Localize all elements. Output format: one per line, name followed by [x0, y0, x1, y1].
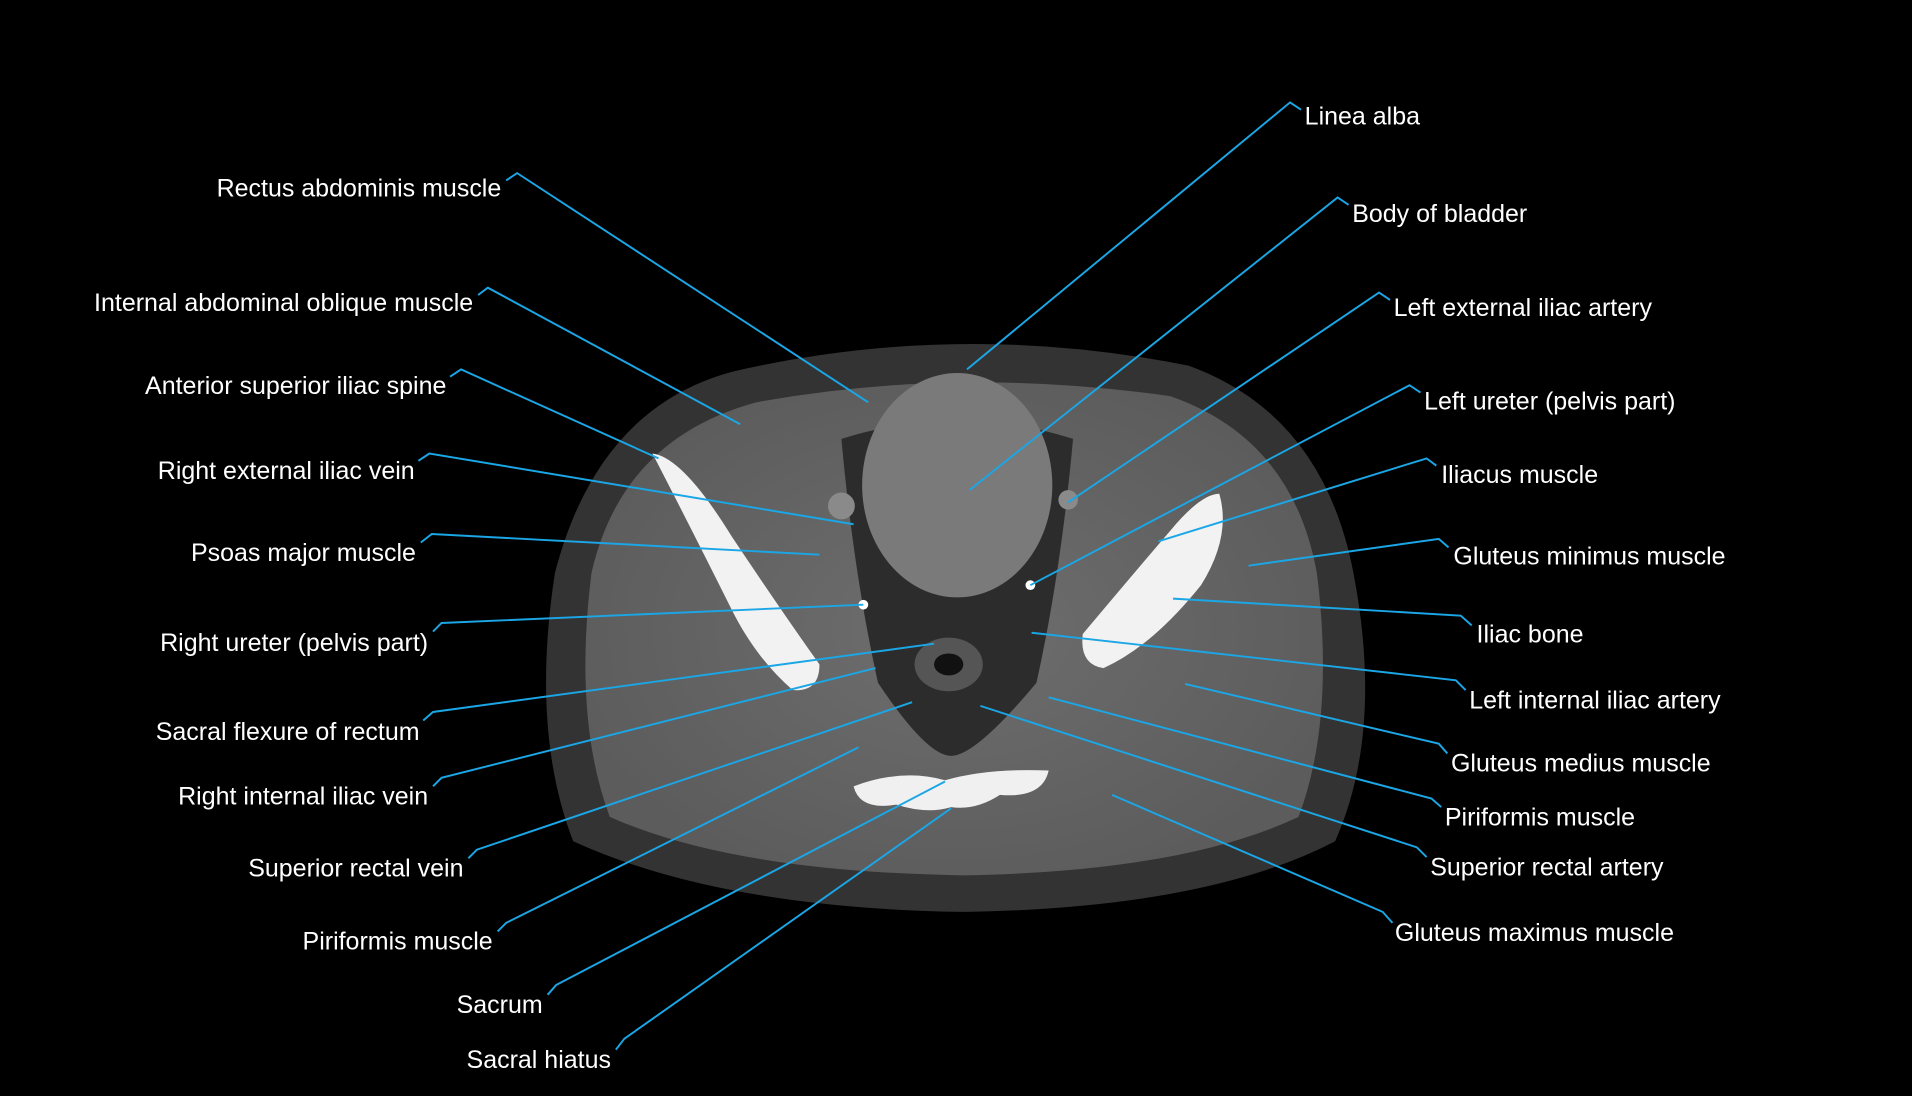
left-iliac-bone: [1082, 493, 1223, 669]
label-sacrum: Sacrum: [457, 991, 543, 1019]
label-gluteus-minimus: Gluteus minimus muscle: [1453, 542, 1725, 570]
leader-line: [467, 701, 913, 859]
leader-line: [1048, 696, 1442, 808]
label-iliac-bone: Iliac bone: [1477, 620, 1584, 648]
right-external-iliac-vein: [827, 492, 855, 520]
ct-image: [546, 344, 1366, 912]
bladder: [862, 373, 1053, 598]
label-left-ureter: Left ureter (pelvis part): [1424, 388, 1675, 416]
label-superior-rectal-artery: Superior rectal artery: [1430, 853, 1664, 881]
leader-line: [1248, 537, 1450, 567]
leader-line: [422, 642, 935, 722]
leader-line: [505, 171, 869, 404]
leader-line: [417, 452, 854, 526]
label-psoas-major: Psoas major muscle: [191, 539, 416, 567]
leader-line: [1158, 457, 1437, 543]
left-external-iliac-artery: [1058, 490, 1078, 510]
label-piriformis-right: Piriformis muscle: [303, 928, 493, 956]
leader-line: [968, 196, 1350, 491]
leader-line: [1067, 291, 1391, 504]
label-left-external-iliac-artery: Left external iliac artery: [1394, 294, 1653, 322]
leader-line: [496, 746, 859, 933]
leader-line: [1184, 682, 1449, 755]
leader-line: [1031, 631, 1467, 691]
right-ureter-dot: [858, 599, 869, 610]
label-sacral-flexure: Sacral flexure of rectum: [156, 718, 420, 746]
label-left-internal-iliac-artery: Left internal iliac artery: [1469, 686, 1721, 714]
left-labels: Rectus abdominis muscle Internal abdomin…: [94, 174, 611, 1074]
label-superior-rectal-vein: Superior rectal vein: [248, 855, 463, 883]
leader-line: [1172, 597, 1473, 627]
label-piriformis-left: Piriformis muscle: [1445, 803, 1635, 831]
label-sacral-hiatus: Sacral hiatus: [467, 1046, 611, 1074]
leader-line: [420, 532, 820, 556]
leader-line: [477, 286, 741, 426]
label-right-external-iliac-vein: Right external iliac vein: [158, 457, 415, 485]
leader-line: [432, 667, 876, 788]
label-rectus-abdominis: Rectus abdominis muscle: [217, 174, 502, 202]
label-right-ureter: Right ureter (pelvis part): [160, 629, 428, 657]
leader-line: [1029, 384, 1422, 587]
rectum-gas: [934, 653, 964, 676]
label-right-internal-iliac-vein: Right internal iliac vein: [178, 783, 428, 811]
leader-lines: [417, 101, 1473, 1051]
label-gluteus-maximus: Gluteus maximus muscle: [1395, 919, 1674, 947]
label-asis: Anterior superior iliac spine: [145, 372, 446, 400]
leader-line: [546, 780, 946, 996]
label-gluteus-medius: Gluteus medius muscle: [1451, 750, 1711, 778]
label-linea-alba: Linea alba: [1305, 102, 1420, 130]
right-iliac-bone: [652, 453, 820, 691]
leader-line: [1111, 793, 1394, 924]
label-internal-oblique: Internal abdominal oblique muscle: [94, 289, 473, 317]
leader-line: [980, 704, 1428, 858]
label-iliacus: Iliacus muscle: [1441, 461, 1598, 489]
right-labels: Linea alba Body of bladder Left external…: [1305, 102, 1726, 947]
leader-line: [432, 603, 864, 633]
sacrum-bone: [853, 770, 1049, 811]
leader-line: [449, 368, 659, 460]
label-bladder: Body of bladder: [1352, 200, 1527, 228]
leader-line: [615, 807, 952, 1051]
leader-line: [966, 101, 1302, 371]
